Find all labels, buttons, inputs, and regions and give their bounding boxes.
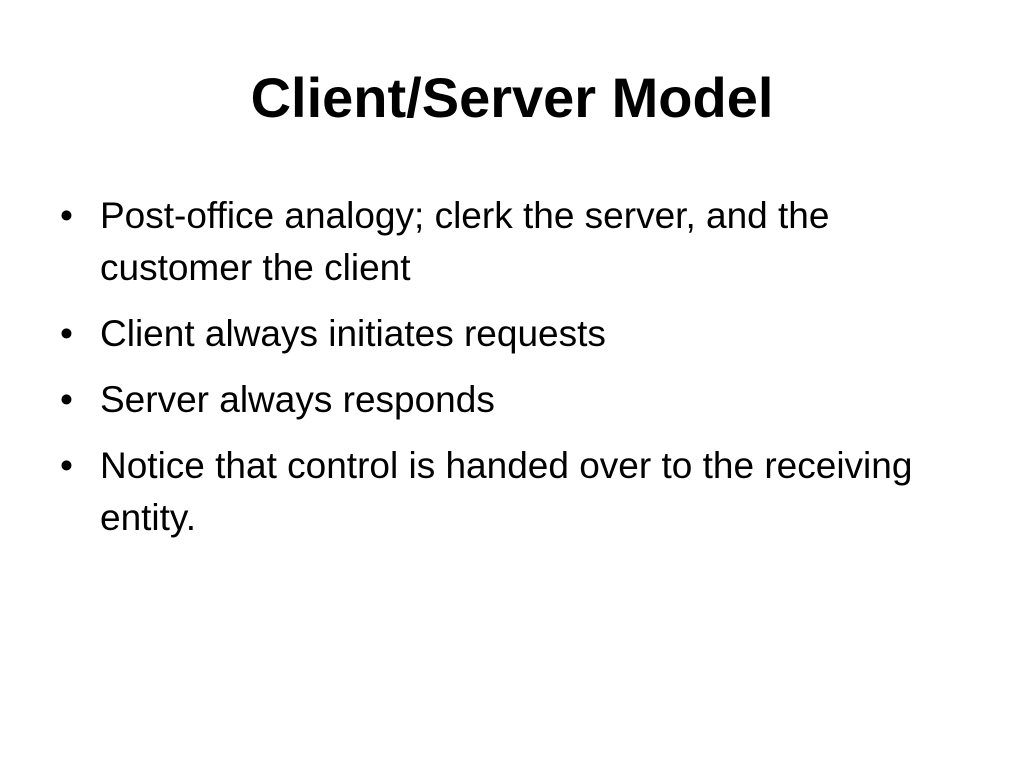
bullet-marker: • — [60, 445, 73, 486]
bullet-text: Client always initiates requests — [100, 313, 606, 354]
bullet-item: • Client always initiates requests — [60, 308, 960, 360]
bullet-item: • Server always responds — [60, 374, 960, 426]
bullet-item: • Post-office analogy; clerk the server,… — [60, 190, 960, 294]
slide-title: Client/Server Model — [250, 66, 774, 129]
bullet-text: Server always responds — [100, 379, 495, 420]
bullet-marker: • — [60, 313, 73, 354]
bullet-list: • Post-office analogy; clerk the server,… — [60, 190, 960, 558]
bullet-text: Post-office analogy; clerk the server, a… — [100, 195, 830, 288]
bullet-marker: • — [60, 195, 73, 236]
bullet-marker: • — [60, 379, 73, 420]
bullet-item: • Notice that control is handed over to … — [60, 440, 960, 544]
bullet-text: Notice that control is handed over to th… — [100, 445, 913, 538]
